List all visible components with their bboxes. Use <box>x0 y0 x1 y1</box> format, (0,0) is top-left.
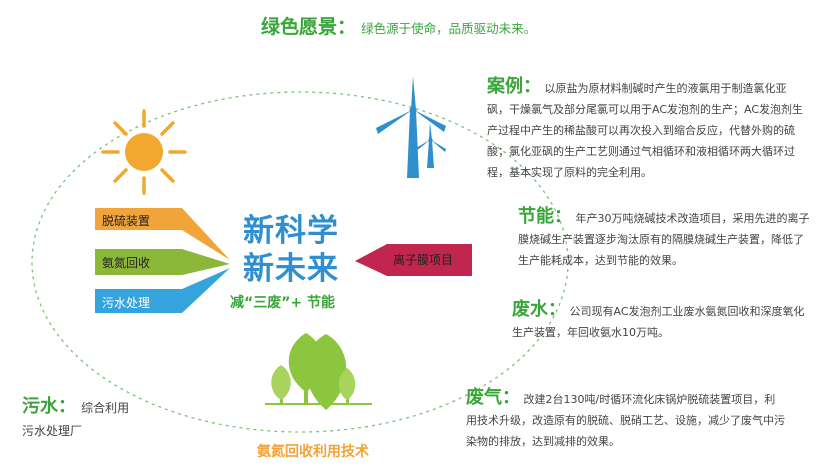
tag-desulfurization-label: 脱硫装置 <box>102 214 151 228</box>
cases-text: 以原盐为原材料制碱时产生的液氯用于制造氯化亚砜，干燥氯气及部分尾氯可以用于AC发… <box>487 82 804 179</box>
center-title: 新科学 新未来 <box>236 212 346 288</box>
center-line2: 新未来 <box>243 251 339 287</box>
sewage-line2: 污水处理厂 <box>22 424 83 438</box>
tree-caption: 氨氮回收利用技术 <box>257 444 369 460</box>
wastewater-title: 废水 <box>512 299 548 320</box>
vision-colon: ： <box>337 16 357 38</box>
center-subtitle: 减“三废”+ 节能 <box>230 295 336 311</box>
tag-shape-desulfurization <box>95 208 230 260</box>
center-line1: 新科学 <box>243 213 339 249</box>
wastewater-colon: ： <box>548 299 566 320</box>
tag-ammonia-label: 氨氮回收 <box>102 256 151 270</box>
energy-block: 节能： 年产30万吨烧碱技术改造项目，采用先进的离子膜烧碱生产装置逐步淘汰原有的… <box>518 207 813 271</box>
energy-colon: ： <box>554 206 572 227</box>
wastegas-block: 废气： 改建2台130吨/时循环流化床锅炉脱硫装置项目，利用技术升级，改造原有的… <box>466 388 786 452</box>
wastegas-title: 废气 <box>466 387 502 408</box>
cases-colon: ： <box>523 76 541 97</box>
tree-icon <box>265 333 372 410</box>
sewage-colon: ： <box>58 396 76 417</box>
cycle-dashed-ellipse <box>31 91 569 433</box>
cases-title: 案例 <box>487 76 523 97</box>
wastewater-text: 公司现有AC发泡剂工业废水氨氮回收和深度氧化生产装置，年回收氨水10万吨。 <box>512 305 805 339</box>
wind-turbine-icon <box>376 76 446 178</box>
vision-block: 绿色愿景： 绿色源于使命，品质驱动未来。 <box>261 12 536 39</box>
cases-block: 案例： 以原盐为原材料制碱时产生的液氯用于制造氯化亚砜，干燥氯气及部分尾氯可以用… <box>487 77 807 183</box>
wastewater-block: 废水： 公司现有AC发泡剂工业废水氨氮回收和深度氧化生产装置，年回收氨水10万吨… <box>512 300 812 343</box>
sewage-title: 污水 <box>22 396 58 417</box>
tag-shape-sewage-treatment <box>95 268 230 313</box>
tag-shape-ammonia <box>95 249 230 275</box>
vision-title: 绿色愿景 <box>261 16 338 38</box>
vision-text: 绿色源于使命，品质驱动未来。 <box>361 21 537 36</box>
tag-sewage-treatment-label: 污水处理 <box>102 296 151 310</box>
energy-text: 年产30万吨烧碱技术改造项目，采用先进的离子膜烧碱生产装置逐步淘汰原有的隔膜烧碱… <box>518 212 810 267</box>
tag-membrane-label: 离子膜项目 <box>393 253 454 267</box>
sewage-line1: 综合利用 <box>81 401 130 415</box>
sewage-block: 污水： 综合利用 污水处理厂 <box>22 392 129 442</box>
wastegas-colon: ： <box>502 387 520 408</box>
sun-icon <box>101 109 187 195</box>
wastegas-text: 改建2台130吨/时循环流化床锅炉脱硫装置项目，利用技术升级，改造原有的脱硫、脱… <box>466 393 785 448</box>
tag-shape-membrane <box>355 244 472 276</box>
energy-title: 节能 <box>518 206 554 227</box>
